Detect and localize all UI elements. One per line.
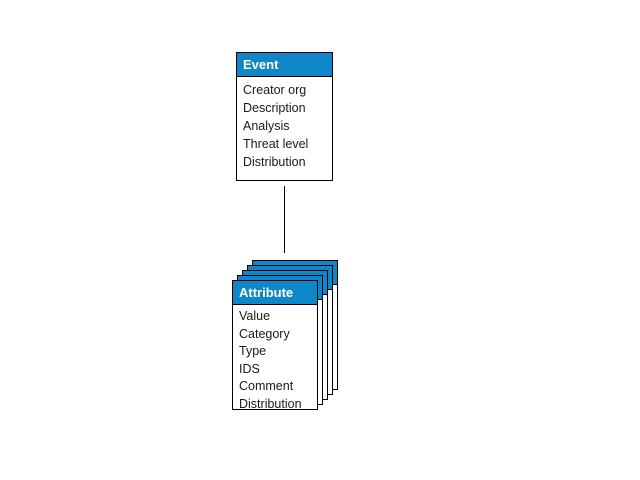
attribute-field-category: Category xyxy=(239,326,290,341)
entity-event-body: Creator org Description Analysis Threat … xyxy=(237,77,332,171)
event-field-analysis: Analysis xyxy=(243,119,290,133)
entity-attribute: Attribute Value Category Type IDS Commen… xyxy=(232,280,318,413)
attribute-field-comment: Comment xyxy=(239,379,294,393)
entity-event-header: Event xyxy=(237,53,332,77)
entity-event: Event Creator org Description Analysis T… xyxy=(236,52,333,181)
attribute-field-distribution: Distribution xyxy=(239,396,302,411)
connector-line-event-attribute xyxy=(284,186,285,253)
entity-attribute-body: Value Category Type IDS Comment Distribu… xyxy=(233,305,317,413)
event-field-distribution: Distribution xyxy=(243,155,306,169)
attribute-field-type: Type xyxy=(239,344,267,358)
entity-attribute-header: Attribute xyxy=(233,281,317,305)
event-field-creator-org: Creator org xyxy=(243,83,307,97)
event-field-description: Description xyxy=(243,101,306,115)
entity-attribute-title: Attribute xyxy=(239,285,294,300)
attribute-field-ids: IDS xyxy=(239,361,260,376)
entity-event-title: Event xyxy=(243,57,279,72)
event-field-threat-level: Threat level xyxy=(243,137,309,151)
attribute-field-value: Value xyxy=(239,309,271,323)
